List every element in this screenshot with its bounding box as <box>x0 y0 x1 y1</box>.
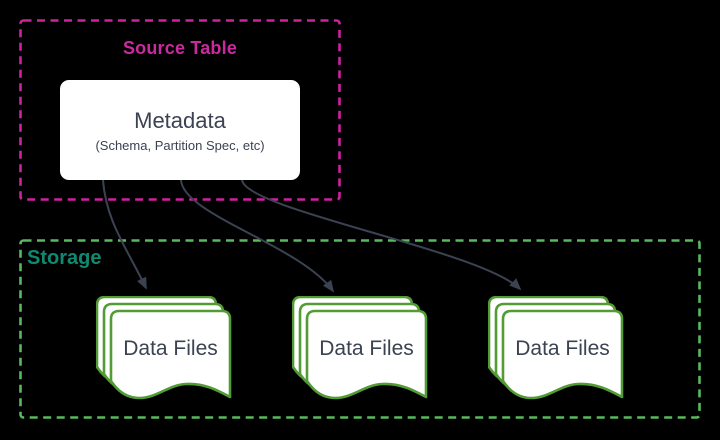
storage-group-border <box>19 239 701 419</box>
metadata-node: Metadata (Schema, Partition Spec, etc) <box>60 80 300 180</box>
data-files-label: Data Files <box>319 337 414 360</box>
document-stack-icon <box>292 296 428 400</box>
document-stack-icon <box>96 296 232 400</box>
data-files-node-3: Data Files <box>488 296 624 400</box>
document-stack-icon <box>488 296 624 400</box>
data-files-node-2: Data Files <box>292 296 428 400</box>
connector-arrow-3 <box>241 179 522 291</box>
data-files-node-1: Data Files <box>96 296 232 400</box>
connector-arrow-1 <box>102 179 147 290</box>
metadata-title: Metadata <box>134 108 226 134</box>
metadata-subtitle: (Schema, Partition Spec, etc) <box>95 137 265 153</box>
data-files-label: Data Files <box>515 337 610 360</box>
connector-arrow-2 <box>180 179 335 293</box>
storage-label: Storage <box>27 247 102 269</box>
source-table-label: Source Table <box>122 38 238 58</box>
source-table-group-border <box>19 19 341 201</box>
data-files-label: Data Files <box>123 337 218 360</box>
